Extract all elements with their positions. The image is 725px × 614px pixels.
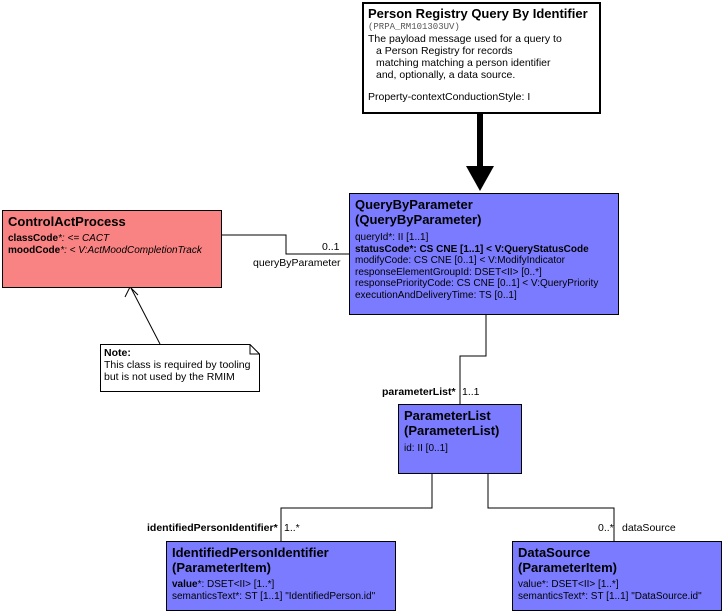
datasource-association-line	[487, 474, 615, 541]
parameterlist-title: ParameterList	[404, 408, 491, 423]
controlactprocess-title: ControlActProcess	[8, 214, 126, 229]
datasource-title: DataSource	[518, 545, 591, 560]
classcode-name: classCode	[8, 233, 59, 244]
ipi-role: identifiedPersonIdentifier*	[147, 522, 278, 534]
statuscode-attr: statusCode*: CS CNE [1..1] < V:QueryStat…	[355, 243, 589, 255]
classcode-value: *: <= CACT	[58, 233, 110, 244]
responseelementgroupid-attr: responseElementGroupId: DSET<II> [0..*]	[355, 266, 542, 278]
ipi-value-attr: value*: DSET<II> [1..*]	[172, 579, 390, 591]
ipi-value-name: value	[172, 579, 198, 590]
responseprioritycode-attr: responsePriorityCode: CS CNE [0..1] < V:…	[355, 278, 599, 289]
note-arrow-line	[130, 287, 161, 345]
header-desc-line: a Person Registry for records	[376, 45, 513, 57]
header-style: Property-contextConductionStyle: I	[368, 91, 531, 103]
header-id: (PRPA_RM101303UV)	[368, 22, 460, 32]
ipi-multiplicity: 1..*	[284, 522, 300, 534]
querybyparameter-title: QueryByParameter	[355, 197, 473, 212]
ipi-subtitle: (ParameterItem)	[172, 560, 271, 575]
note-title: Note:	[104, 347, 131, 359]
header-desc-line: matching matching a person identifier	[376, 57, 551, 69]
controlactprocess-box: ControlActProcess classCode*: <= CACT mo…	[2, 210, 222, 288]
note-box: Note: This class is required by tooling …	[100, 344, 260, 392]
note-line: but is not used by the RMIM	[104, 371, 235, 383]
header-desc-line: The payload message used for a query to	[368, 33, 562, 45]
identifiedpersonidentifier-box: IdentifiedPersonIdentifier (ParameterIte…	[166, 541, 396, 611]
moodcode-name: moodCode	[8, 244, 61, 256]
datasource-role: dataSource	[622, 522, 676, 534]
ipi-title: IdentifiedPersonIdentifier	[172, 545, 329, 560]
header-title: Person Registry Query By Identifier	[368, 6, 588, 21]
querybyparameter-multiplicity: 0..1	[322, 241, 340, 253]
note-shape	[100, 344, 260, 392]
datasource-value-attr: value*: DSET<II> [1..*]	[518, 579, 619, 590]
ipi-association-line	[280, 474, 433, 541]
parameterlist-box: ParameterList (ParameterList) id: II [0.…	[398, 404, 522, 474]
parameterlist-role: parameterList*	[382, 386, 456, 398]
parameterlist-multiplicity: 1..1	[462, 386, 480, 398]
datasource-multiplicity: 0..*	[598, 522, 614, 534]
header-desc-line: and, optionally, a data source.	[376, 69, 516, 81]
querybyparameter-box: QueryByParameter (QueryByParameter) quer…	[349, 193, 619, 315]
modifycode-attr: modifyCode: CS CNE [0..1] < V:ModifyIndi…	[355, 255, 565, 266]
classcode-attr: classCode*: <= CACT	[8, 233, 216, 245]
datasource-subtitle: (ParameterItem)	[518, 560, 617, 575]
note-arrow-head	[124, 286, 139, 298]
ipi-value-type: *: DSET<II> [1..*]	[197, 579, 275, 590]
note-line: This class is required by tooling	[104, 359, 251, 371]
query-association-line	[222, 234, 349, 255]
ipi-semanticstext-attr: semanticsText*: ST [1..1] "IdentifiedPer…	[172, 590, 376, 602]
parameterlist-association-line	[459, 315, 487, 404]
moodcode-value: *: < V:ActMoodCompletionTrack	[60, 244, 202, 256]
header-box: Person Registry Query By Identifier (PRP…	[362, 2, 601, 114]
parameterlist-subtitle: (ParameterList)	[404, 423, 500, 438]
querybyparameter-subtitle: (QueryByParameter)	[355, 212, 482, 227]
queryid-attr: queryId*: II [1..1]	[355, 232, 429, 243]
header-description: The payload message used for a query to …	[368, 33, 595, 81]
header-arrow-head	[466, 166, 494, 191]
moodcode-attr: moodCode*: < V:ActMoodCompletionTrack	[8, 245, 216, 257]
datasource-box: DataSource (ParameterItem) value*: DSET<…	[512, 541, 722, 611]
parameterlist-id-attr: id: II [0..1]	[404, 443, 448, 454]
querybyparameter-role: queryByParameter	[253, 257, 341, 269]
executionanddeliverytime-attr: executionAndDeliveryTime: TS [0..1]	[355, 289, 517, 301]
datasource-semanticstext-attr: semanticsText*: ST [1..1] "DataSource.id…	[518, 590, 702, 602]
